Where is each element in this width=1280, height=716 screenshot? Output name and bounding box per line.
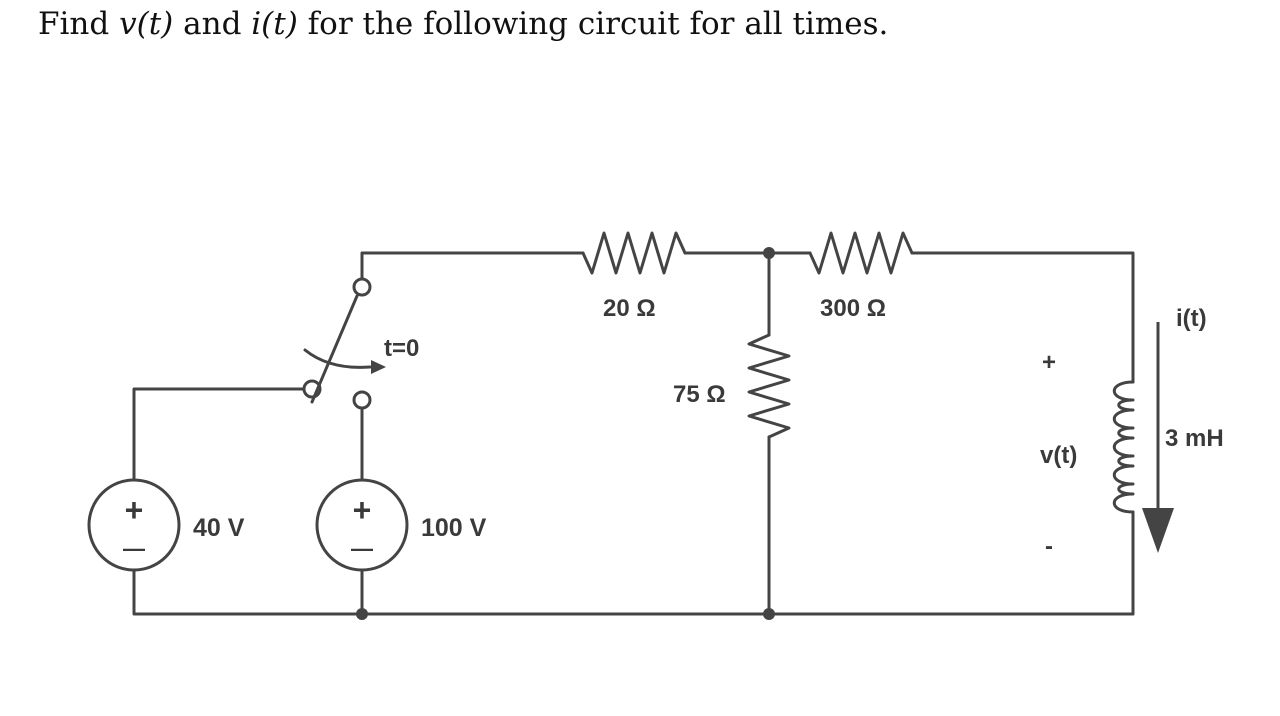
resistor-20-label: 20 Ω [603,295,656,322]
top-wire-right [910,251,1135,384]
inductor-label: 3 mH [1165,425,1224,452]
source-40v-label: 40 V [193,514,245,542]
switch-contact-top [352,277,372,297]
voltage-plus-sign: + [1042,349,1056,376]
voltage-label: v(t) [1040,442,1077,469]
current-label: i(t) [1176,305,1207,332]
question-middle: and [173,6,252,42]
resistor-75-label: 75 Ω [673,381,726,408]
switch-label: t=0 [384,335,419,362]
voltage-minus-sign: - [1045,533,1053,560]
question-suffix: for the following circuit for all times. [297,6,889,42]
switch-contact-bottom [352,390,372,410]
voltage-source-40v [87,478,181,572]
question-prefix: Find [38,6,120,42]
resistor-20-ohm [581,231,687,275]
resistor-300-ohm [808,231,914,275]
voltage-source-100v [315,478,409,572]
resistor-300-label: 300 Ω [820,295,886,322]
source-100v-minus: — [351,536,373,561]
resistor-75-ohm [747,333,791,439]
source-40v-minus: — [123,536,145,561]
inductor-coil [1112,380,1135,514]
problem-statement: Find v(t) and i(t) for the following cir… [38,6,888,42]
voltage-expression: v(t) [119,6,174,42]
current-arrow-head [1142,508,1174,553]
source-100v-plus: + [353,492,372,528]
source-100v-label: 100 V [421,514,487,542]
junction-node-bottom-right [763,608,775,620]
source-40v-plus: + [125,492,144,528]
bottom-wire [132,568,1135,616]
switch-blade [310,294,359,404]
left-source-wire [132,387,309,483]
current-expression: i(t) [251,6,298,42]
switch-arrow-head [371,360,386,374]
top-wire-left [360,251,585,281]
switch-timing-arrow [303,348,372,369]
